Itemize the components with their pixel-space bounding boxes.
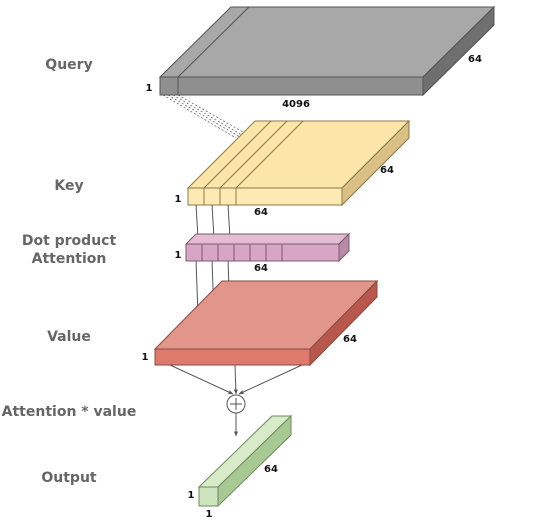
query-to-key-projections [162, 94, 265, 145]
query-block [158, 5, 496, 97]
value-front-face [154, 348, 311, 366]
key-depth-dim: 64 [380, 165, 394, 176]
plus-circle-icon [226, 394, 246, 414]
query-label: Query [45, 57, 92, 73]
output-depth-dim: 64 [264, 464, 278, 475]
attention-value-label: Attention * value [2, 404, 137, 420]
value-label: Value [47, 329, 91, 345]
query-depth-dim: 64 [468, 54, 482, 65]
dot-product-label-line1: Dot product [22, 233, 117, 249]
dot-length-dim: 64 [254, 263, 268, 274]
dot-top-face [184, 233, 351, 245]
value-height-dim: 1 [142, 352, 149, 363]
key-label: Key [54, 178, 83, 194]
output-width-dim: 1 [206, 509, 213, 520]
key-to-dot-arrows [195, 204, 232, 239]
dot-product-block [184, 232, 351, 263]
value-depth-dim: 64 [343, 334, 357, 345]
output-block [197, 414, 293, 508]
dot-front-face [185, 243, 340, 262]
query-height-dim: 1 [146, 83, 153, 94]
key-col-top-3 [235, 120, 304, 189]
key-col-top-1 [203, 120, 272, 189]
key-block [186, 119, 411, 207]
dot-height-dim: 1 [175, 250, 182, 261]
value-to-operator-lines [169, 364, 303, 395]
key-height-dim: 1 [175, 194, 182, 205]
output-front-face [198, 486, 219, 507]
query-length-dim: 4096 [282, 99, 310, 110]
key-length-dim: 64 [254, 207, 268, 218]
query-column-divider-top [177, 6, 250, 78]
output-height-dim: 1 [188, 490, 195, 501]
key-front-face [187, 187, 343, 206]
key-col-top-2 [219, 120, 288, 189]
query-front-face [159, 76, 424, 96]
dot-product-label-line2: Attention [32, 251, 107, 267]
value-block [153, 279, 379, 367]
output-label: Output [41, 470, 97, 486]
